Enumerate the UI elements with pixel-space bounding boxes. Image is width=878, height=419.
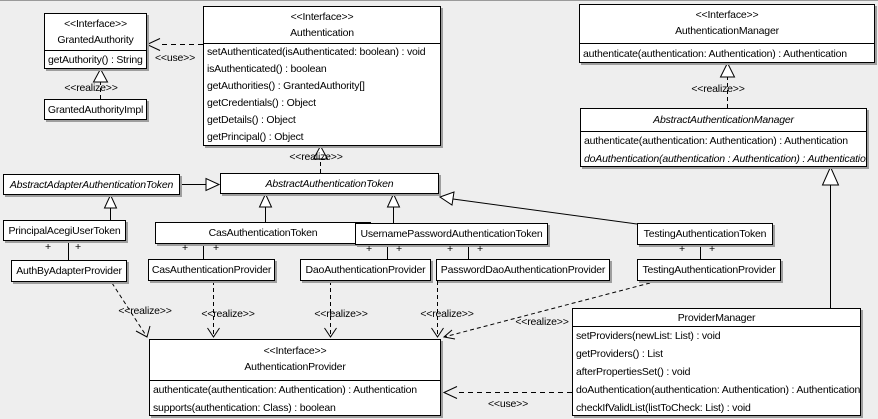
stereotype-label: <<Interface>> [263,345,327,357]
class-cas-authentication-provider[interactable]: CasAuthenticationProvider [148,259,275,281]
assoc-end-label: + [477,243,483,255]
assoc-end-label: + [45,241,51,253]
edge-realize-testingauthenticationprovider [442,282,651,340]
method-row: doAuthentication(authentication : Authen… [584,153,866,165]
edge-gen-providermanager [821,165,840,308]
method-row: doAuthentication(authentication: Authent… [576,384,860,396]
class-name: PrincipalAcegiUserToken [8,224,121,237]
assoc-end-label: + [709,243,715,255]
class-name: CasAuthenticationProvider [151,264,272,276]
edge-realize-authbyadapterprovider [111,282,151,338]
assoc-end-label: + [679,243,685,255]
class-name: AbstractAdapterAuthenticationToken [9,178,174,191]
edge-gen-testingauthenticationtoken [438,191,638,225]
assoc-end-label: + [366,243,372,255]
class-provider-manager[interactable]: ProviderManager setProviders(newList: Li… [572,308,861,416]
class-cas-authentication-token[interactable]: CasAuthenticationToken [155,222,371,244]
method-row: getPrincipal() : Object [207,131,304,143]
class-name: AuthenticationProvider [244,361,346,373]
edge-label-realize: <<realize>> [515,316,569,328]
edge-label-realize: <<realize>> [314,308,368,320]
class-name: PasswordDaoAuthenticationProvider [440,264,606,276]
method-row: getAuthorities() : GrantedAuthority[] [207,80,365,92]
method-row: setProviders(newList: List) : void [576,330,721,342]
edge-gen-principalacegiusertoken [103,193,118,220]
edge-label-realize: <<realize>> [691,83,745,95]
class-name: CasAuthenticationToken [208,227,318,239]
class-abstract-authentication-token[interactable]: AbstractAuthenticationToken [220,173,439,194]
class-auth-by-adapter-provider[interactable]: AuthByAdapterProvider [11,260,127,282]
edge-realize-daoauthenticationprovider [324,281,337,338]
class-authentication-provider[interactable]: <<Interface>> AuthenticationProvider aut… [149,339,441,416]
class-username-password-authentication-token[interactable]: UsernamePasswordAuthenticationToken [355,223,548,245]
class-testing-authentication-token[interactable]: TestingAuthenticationToken [637,223,773,245]
stereotype-label: <<Interface>> [64,18,127,30]
assoc-end-label: + [75,241,81,253]
stereotype-label: <<Interface>> [290,11,354,23]
class-authentication[interactable]: <<Interface>> Authentication setAuthenti… [203,6,441,146]
class-name: GrantedAuthority [57,34,134,46]
method-row: getAuthority() : String [48,54,143,66]
edge-label-use: <<use>> [487,398,529,410]
class-abstract-adapter-authentication-token[interactable]: AbstractAdapterAuthenticationToken [3,174,180,195]
class-granted-authority[interactable]: <<Interface>> GrantedAuthority getAuthor… [44,13,147,69]
assoc-end-label: + [396,243,402,255]
class-name: TestingAuthenticationProvider [642,264,776,276]
edge-realize-passworddaoprovider [431,281,444,338]
stereotype-label: <<Interface>> [695,9,759,21]
assoc-end-label: + [182,242,188,254]
class-name: ProviderManager [573,309,860,327]
edge-gen-abstractadapter-abstracttoken [180,177,221,192]
edge-use-providermanager-authenticationprovider [442,386,572,399]
class-dao-authentication-provider[interactable]: DaoAuthenticationProvider [300,259,431,281]
class-name: AuthByAdapterProvider [16,265,122,277]
edge-label-realize: <<realize>> [289,151,343,163]
class-name: DaoAuthenticationProvider [305,264,426,276]
class-name: AuthenticationManager [675,25,779,37]
edge-gen-casauthenticationtoken [258,192,273,222]
class-granted-authority-impl[interactable]: GrantedAuthorityImpl [44,99,147,120]
class-abstract-authentication-manager[interactable]: AbstractAuthenticationManager authentica… [580,108,867,167]
assoc-end-label: + [447,243,453,255]
edge-label-realize: <<realize>> [118,305,172,317]
edge-realize-abstractauthenticationtoken [312,144,329,173]
method-row: afterPropertiesSet() : void [576,366,691,378]
edge-label-realize: <<realize>> [64,82,118,94]
class-header: <<Interface>> Authentication [204,7,440,44]
edge-realize-grantedauthorityimpl [92,67,109,99]
class-name: UsernamePasswordAuthenticationToken [360,228,543,240]
edge-label-realize: <<realize>> [420,308,474,320]
assoc-end-label: + [213,242,219,254]
method-row: authenticate(authentication: Authenticat… [153,384,417,396]
method-row: authenticate(authentication: Authenticat… [583,48,847,60]
class-name: AbstractAuthenticationToken [265,177,394,190]
method-row: setAuthenticated(isAuthenticated: boolea… [207,46,426,58]
method-row: authenticate(authentication: Authenticat… [584,135,848,147]
class-header: <<Interface>> AuthenticationProvider [150,340,440,381]
method-row: getCredentials() : Object [207,97,316,109]
edge-label-use: <<use>> [154,52,196,64]
edge-gen-usernamepasswordtoken [386,192,401,223]
method-row: getDetails() : Object [207,114,296,126]
method-row: isAuthenticated() : boolean [207,63,327,75]
method-row: checkIfValidList(listToCheck: List) : vo… [576,402,751,414]
class-name: AbstractAuthenticationManager [581,109,866,132]
class-password-dao-authentication-provider[interactable]: PasswordDaoAuthenticationProvider [436,259,610,281]
method-row: getProviders() : List [576,348,663,360]
class-principal-acegi-user-token[interactable]: PrincipalAcegiUserToken [3,220,126,241]
method-row: supports(authentication: Class) : boolea… [153,402,336,414]
class-name: GrantedAuthorityImpl [47,103,144,116]
class-header: <<Interface>> AuthenticationManager [580,5,874,44]
class-testing-authentication-provider[interactable]: TestingAuthenticationProvider [637,259,781,281]
class-header: <<Interface>> GrantedAuthority [45,14,146,51]
class-name: TestingAuthenticationToken [643,228,767,240]
edge-realize-casauthenticationprovider [207,281,220,338]
class-authentication-manager[interactable]: <<Interface>> AuthenticationManager auth… [579,4,875,63]
edge-use-authentication-grantedauthority [145,38,203,51]
class-name: Authentication [290,27,354,39]
edge-label-realize: <<realize>> [201,308,255,320]
edge-realize-abstractauthenticationmanager [719,61,736,108]
